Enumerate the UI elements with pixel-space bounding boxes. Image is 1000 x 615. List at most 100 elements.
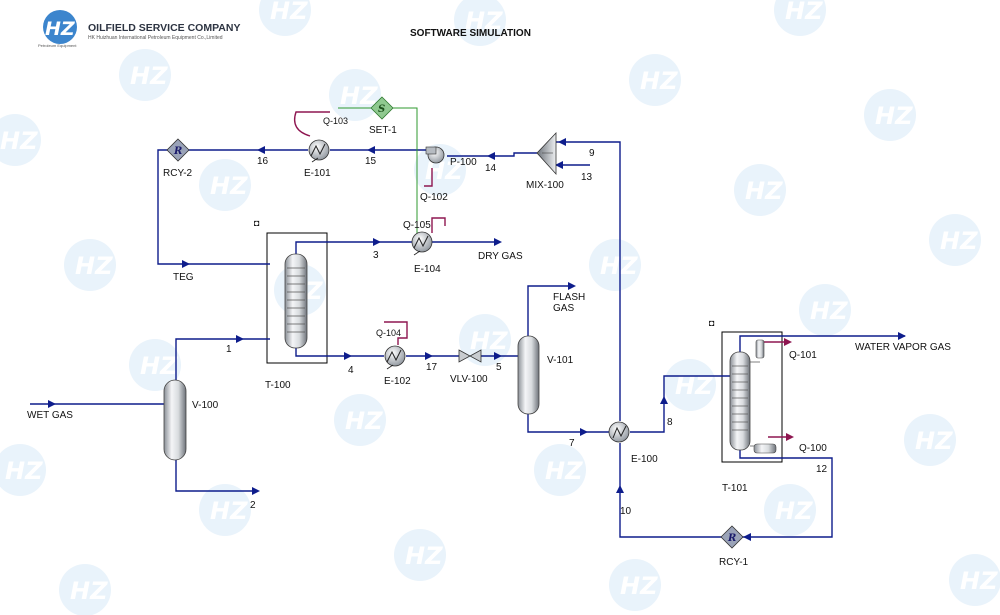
label-teg: TEG <box>173 272 194 283</box>
stream-labels: WET GAS 1 2 3 4 5 7 8 9 10 12 13 14 15 1… <box>27 148 951 517</box>
label-t101: T-101 <box>722 483 748 494</box>
energy-q104-line <box>384 321 408 345</box>
label-p100: P-100 <box>450 157 477 168</box>
signal-set1-line <box>338 107 418 236</box>
mix100-mixer <box>536 131 557 176</box>
label-stream-8: 8 <box>667 417 673 428</box>
label-v101: V-101 <box>547 355 574 366</box>
t101-regenerator <box>729 339 777 454</box>
stream-arrow <box>257 146 265 154</box>
label-q101: Q-101 <box>789 350 817 361</box>
label-vlv100: VLV-100 <box>450 374 488 385</box>
stream-arrow <box>555 161 563 169</box>
stream-arrow <box>425 352 433 360</box>
label-q100: Q-100 <box>799 443 827 454</box>
e101-heater <box>308 139 330 163</box>
stream-12-line <box>739 449 833 538</box>
label-stream-1: 1 <box>226 344 232 355</box>
label-e104: E-104 <box>414 264 441 275</box>
energy-q105-line <box>431 217 446 233</box>
label-stream-3: 3 <box>373 250 379 261</box>
stream-2-line <box>175 458 258 492</box>
label-q105: Q-105 <box>403 220 431 231</box>
t101-column-marker: ◘ <box>709 318 715 328</box>
label-stream-13: 13 <box>581 172 593 183</box>
stream-arrow <box>373 238 381 246</box>
company-name: OILFIELD SERVICE COMPANY <box>88 22 240 34</box>
energy-arrow <box>786 433 794 441</box>
stream-arrow <box>580 428 588 436</box>
t101-frame <box>721 331 783 463</box>
stream-arrow <box>616 485 624 493</box>
stream-10-line <box>619 443 722 538</box>
stream-flash-gas-line <box>527 285 574 336</box>
stream-arrow <box>494 352 502 360</box>
label-q102: Q-102 <box>420 192 448 203</box>
stream-7-line <box>527 412 609 433</box>
material-streams <box>30 138 906 541</box>
energy-labels: Q-103 Q-102 Q-105 Q-104 Q-101 Q-100 <box>323 116 827 454</box>
energy-q102-line <box>424 168 433 187</box>
stream-arrow <box>660 396 668 404</box>
stream-arrow <box>236 335 244 343</box>
stream-1-line <box>175 338 270 380</box>
t100-column-marker: ◘ <box>254 218 260 228</box>
stream-9-line <box>555 141 621 421</box>
label-rcy2: RCY-2 <box>163 168 193 179</box>
stream-arrow <box>48 400 56 408</box>
label-stream-2: 2 <box>250 500 256 511</box>
stream-3-line <box>295 241 412 254</box>
label-t100: T-100 <box>265 380 291 391</box>
v100-separator <box>163 379 187 461</box>
logo-letters: HZ <box>45 18 76 40</box>
label-stream-5: 5 <box>496 362 502 373</box>
label-dry-gas: DRY GAS <box>478 251 523 262</box>
set1-symbol: S <box>378 104 385 115</box>
p100-pump <box>425 146 445 164</box>
stream-4-line <box>295 346 384 357</box>
label-stream-7: 7 <box>569 438 575 449</box>
label-water-vapor-gas: WATER VAPOR GAS <box>855 342 951 353</box>
label-stream-17: 17 <box>426 362 438 373</box>
e104-cooler <box>411 231 433 256</box>
stream-arrow <box>494 238 502 246</box>
label-set1: SET-1 <box>369 125 397 136</box>
label-stream-16: 16 <box>257 156 269 167</box>
stream-arrow <box>182 260 190 268</box>
rcy2-symbol: R <box>173 146 182 157</box>
stream-arrow <box>487 152 495 160</box>
label-stream-4: 4 <box>348 365 354 376</box>
label-e101: E-101 <box>304 168 331 179</box>
stream-arrow <box>344 352 352 360</box>
stream-water-vapor-line <box>739 335 905 352</box>
vlv100-valve <box>458 349 482 363</box>
rcy1-symbol: R <box>727 533 736 544</box>
rcy1-recycle: R <box>720 525 744 549</box>
stream-teg-line <box>157 149 270 265</box>
energy-arrow <box>784 338 792 346</box>
label-q104: Q-104 <box>376 328 401 338</box>
e100-exchanger <box>608 421 630 443</box>
stream-arrow <box>898 332 906 340</box>
company-header: HZ Petroleum Equipment OILFIELD SERVICE … <box>38 10 531 48</box>
label-e100: E-100 <box>631 454 658 465</box>
label-stream-9: 9 <box>589 148 595 159</box>
label-stream-15: 15 <box>365 156 377 167</box>
label-stream-12: 12 <box>816 464 828 475</box>
label-e102: E-102 <box>384 376 411 387</box>
company-subtitle: HK Huizhuan International Petroleum Equi… <box>88 35 223 41</box>
logo-tagline: Petroleum Equipment <box>38 43 77 48</box>
label-rcy1: RCY-1 <box>719 557 749 568</box>
label-v100: V-100 <box>192 400 219 411</box>
stream-arrow <box>558 138 566 146</box>
set1-block: S <box>370 96 394 120</box>
rcy2-recycle: R <box>166 138 190 162</box>
label-q103: Q-103 <box>323 116 348 126</box>
stream-arrow <box>367 146 375 154</box>
e102-heater <box>384 345 406 370</box>
stream-arrow <box>743 533 751 541</box>
unit-labels: V-100 T-100 E-101 E-102 E-104 P-100 MIX-… <box>163 125 749 568</box>
stream-arrow <box>568 282 576 290</box>
